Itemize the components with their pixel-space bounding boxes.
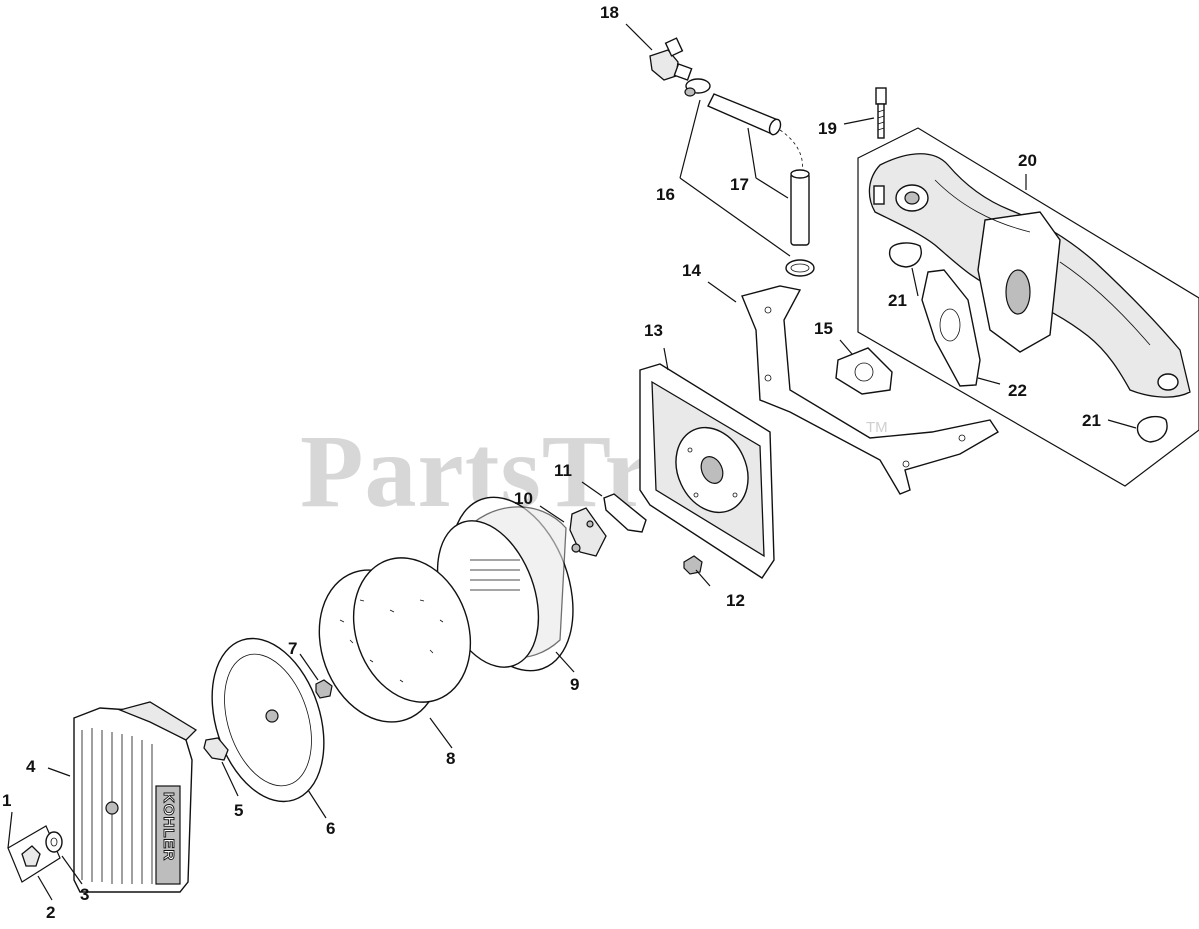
part-7-nut[interactable] xyxy=(315,679,333,699)
callout-6: 6 xyxy=(326,819,335,838)
callout-9: 9 xyxy=(570,675,579,694)
part-18-elbow-fitting[interactable] xyxy=(649,37,693,81)
part-2-knob[interactable] xyxy=(21,845,41,867)
callout-3: 3 xyxy=(80,885,89,904)
callout-20: 20 xyxy=(1018,151,1037,170)
callout-labels: 18 19 20 16 17 14 21 15 13 22 21 11 10 1… xyxy=(2,3,1101,922)
callout-4: 4 xyxy=(26,757,36,776)
part-12-screw[interactable] xyxy=(683,555,703,575)
part-21-gasket-lower[interactable] xyxy=(1136,415,1168,443)
part-15-gasket[interactable] xyxy=(835,347,893,395)
part-6-cover[interactable] xyxy=(193,624,344,816)
part-4-air-cleaner-cover[interactable]: KOHLER xyxy=(73,701,198,893)
callout-21-upper: 21 xyxy=(888,291,907,310)
leader-lines xyxy=(7,23,1137,901)
part-21-gasket-upper[interactable] xyxy=(888,242,922,268)
part-16-hose-clamp-upper[interactable] xyxy=(684,78,711,97)
callout-2: 2 xyxy=(46,903,55,922)
part-8-precleaner[interactable] xyxy=(299,541,490,739)
cover-brand-text: KOHLER xyxy=(160,792,177,861)
part-14-bracket[interactable] xyxy=(741,285,999,495)
part-10-stud-bracket[interactable] xyxy=(569,507,607,557)
callout-7: 7 xyxy=(288,639,297,658)
callout-19: 19 xyxy=(818,119,837,138)
callout-5: 5 xyxy=(234,801,243,820)
callout-22: 22 xyxy=(1008,381,1027,400)
callout-11: 11 xyxy=(554,461,572,480)
callout-18: 18 xyxy=(600,3,619,22)
callout-14: 14 xyxy=(682,261,701,280)
part-19-bolt[interactable] xyxy=(875,87,887,139)
part-11-bracket[interactable] xyxy=(603,493,647,533)
callout-15: 15 xyxy=(814,319,833,338)
callout-10: 10 xyxy=(514,489,533,508)
part-5-clip[interactable] xyxy=(203,737,229,761)
callout-16: 16 xyxy=(656,185,675,204)
watermark-tm: TM xyxy=(866,419,888,436)
part-22-gasket[interactable] xyxy=(921,269,981,387)
part-20-intake-manifold[interactable] xyxy=(857,127,1199,487)
part-9-air-filter[interactable] xyxy=(419,480,596,687)
watermark: PartsTree TM xyxy=(300,414,888,529)
part-3-washer[interactable] xyxy=(45,831,63,853)
callout-1: 1 xyxy=(2,791,11,810)
callout-13: 13 xyxy=(644,321,663,340)
callout-17: 17 xyxy=(730,175,749,194)
part-13-base-plate[interactable] xyxy=(639,363,775,579)
part-16-hose-clamp-lower[interactable] xyxy=(785,259,815,277)
callout-12: 12 xyxy=(726,591,745,610)
callout-21-lower: 21 xyxy=(1082,411,1101,430)
part-1-knob-assembly[interactable] xyxy=(7,825,61,883)
callout-8: 8 xyxy=(446,749,455,768)
part-17-hose[interactable] xyxy=(707,93,810,246)
